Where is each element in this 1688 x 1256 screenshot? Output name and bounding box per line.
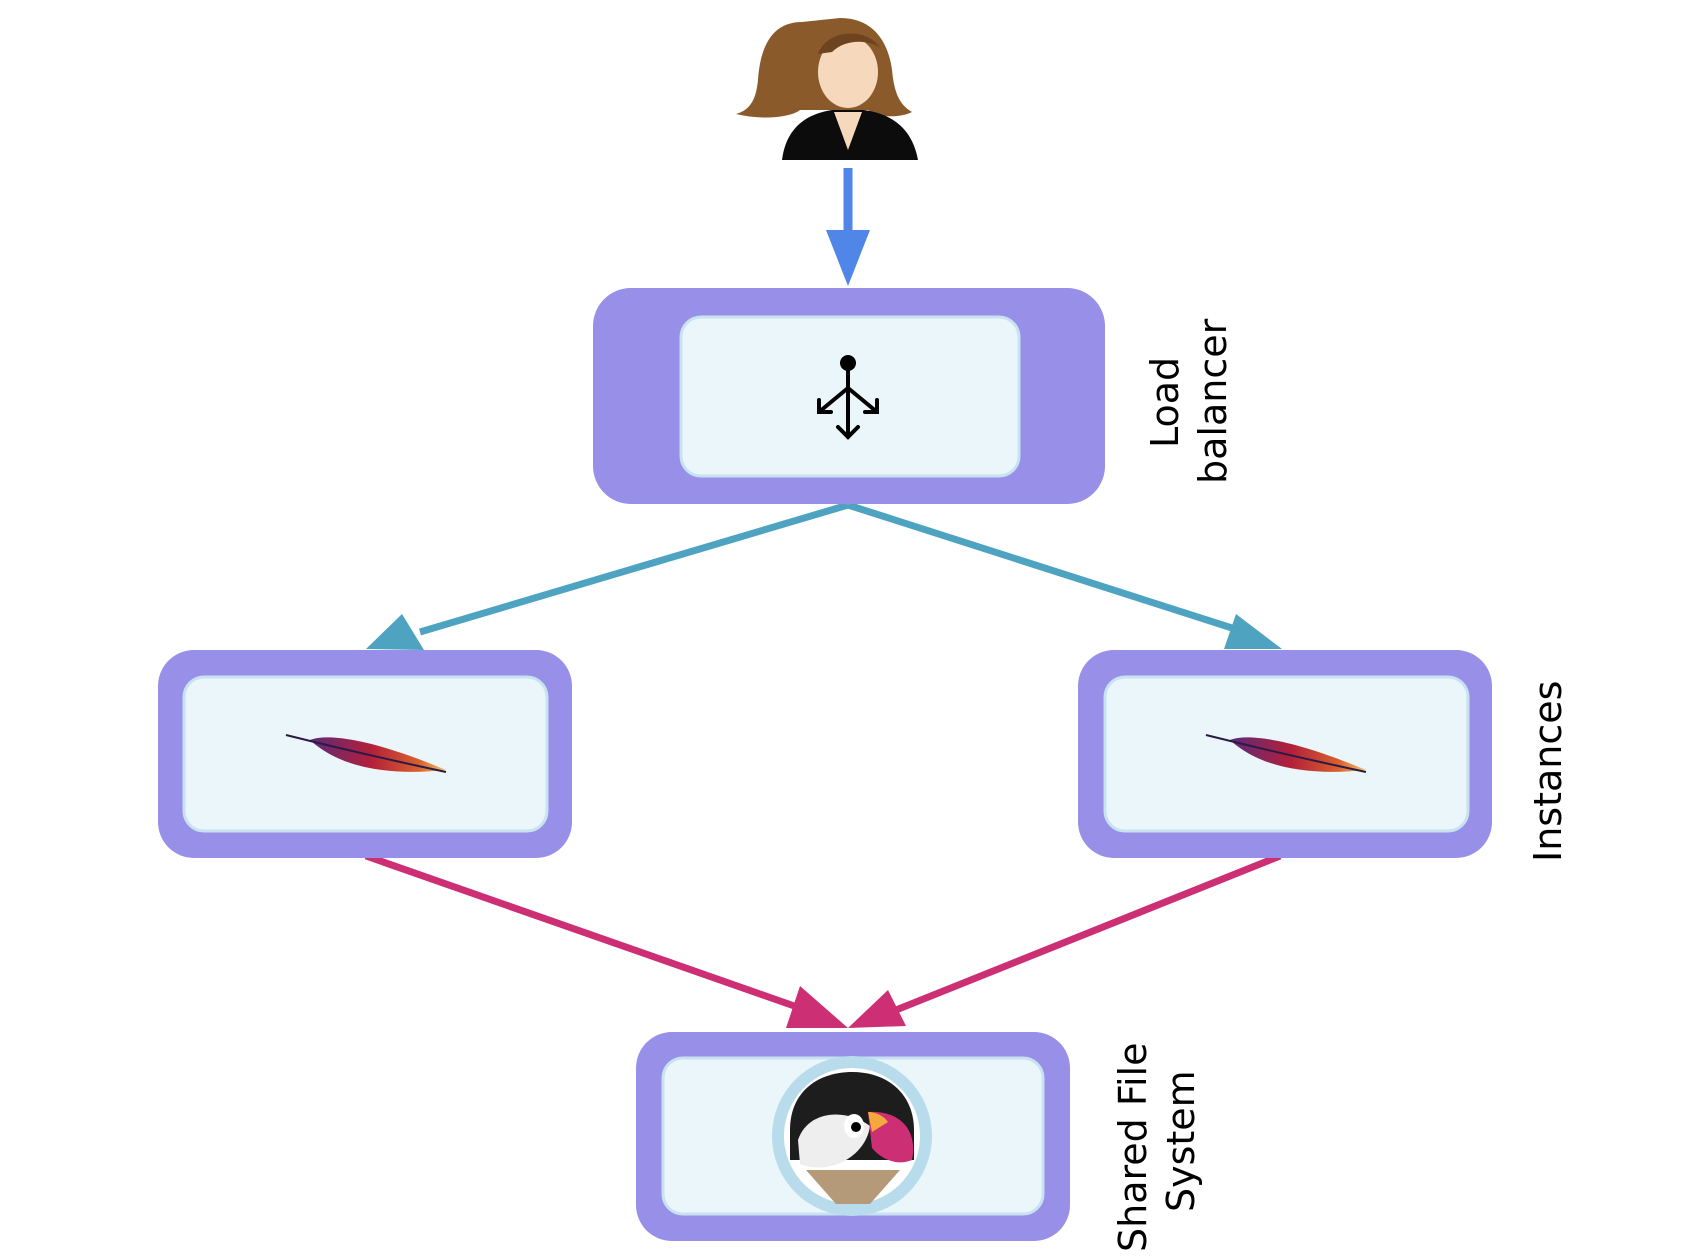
load-balancer-icon — [817, 355, 879, 440]
arrow-lb-to-instance-right — [846, 501, 1282, 649]
instance-node-left — [158, 650, 572, 858]
load-balancer-node — [593, 288, 1105, 504]
arrow-instance-left-to-fs — [364, 852, 848, 1028]
prestashop-puffin-icon — [772, 1056, 932, 1216]
instance-node-right — [1078, 650, 1492, 858]
arrow-instance-right-to-fs — [848, 852, 1282, 1028]
instances-label: Instances — [1526, 681, 1570, 862]
load-balancer-label-line1: Load — [1143, 357, 1187, 448]
shared-fs-node — [636, 1032, 1070, 1241]
load-balancer-label-line2: balancer — [1191, 318, 1235, 484]
shared-fs-label-line2: System — [1159, 1070, 1203, 1212]
user-icon — [736, 18, 918, 160]
arrow-lb-to-instance-left — [366, 501, 849, 650]
shared-fs-label-line1: Shared File — [1111, 1043, 1155, 1252]
apache-feather-icon — [1205, 734, 1367, 773]
arrow-user-to-lb — [826, 168, 870, 286]
apache-feather-icon — [285, 734, 447, 773]
